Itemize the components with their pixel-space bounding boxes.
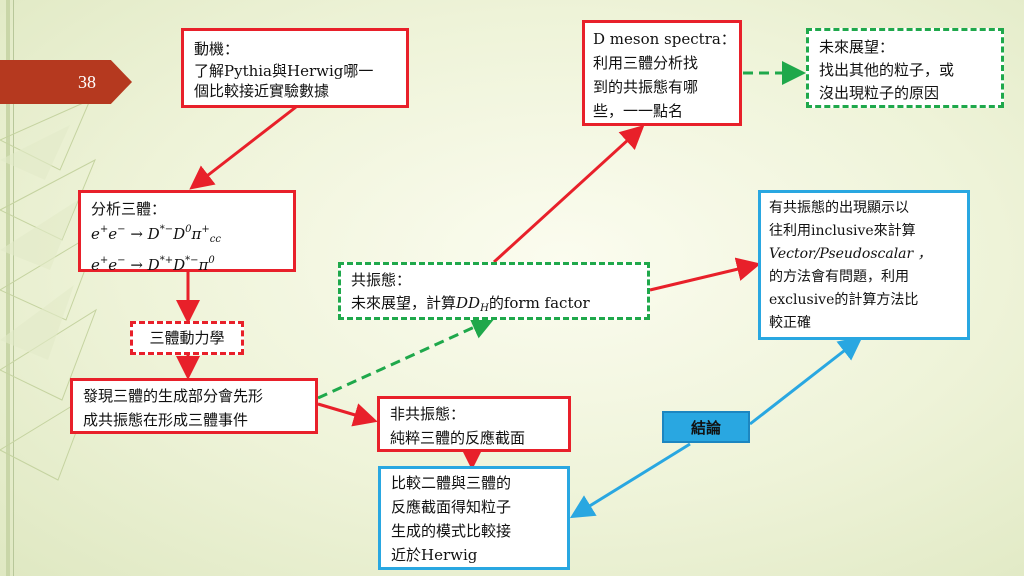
compare-line: 生成的模式比較接 [391,522,512,540]
arrow-motivation-analysis [189,105,297,190]
resonance-box: 共振態： 未來展望，計算DDH的form factor [338,262,650,320]
arrow-conclusion-compare [569,442,691,519]
nonresonance-title: 非共振態： [390,405,466,423]
discovery-box: 發現三體的生成部分會先形 成共振態在形成三體事件 [70,378,318,434]
arrow-discovery-nonresonance [317,402,378,427]
future-line: 找出其他的粒子，或 [819,61,955,79]
motivation-box: 動機： 了解Pythia與Herwig哪一 個比較接近實驗數據 [181,28,409,108]
note-line: 往利用inclusive來計算 [769,223,916,239]
dynamics-label: 三體動力學 [149,329,225,347]
motivation-line: 個比較接近實驗數據 [194,82,330,100]
compare-line: 近於Herwig [391,546,478,564]
analysis-reaction-1: e+e− → D*−D0π+cc [91,224,221,245]
decor-stripe [6,0,10,576]
motivation-title: 動機： [194,40,240,58]
compare-box: 比較二體與三體的 反應截面得知粒子 生成的模式比較接 近於Herwig [378,466,570,570]
resonance-line: 未來展望，計算DDH的form factor [351,294,590,314]
future-title: 未來展望： [819,38,895,56]
arrow-discovery-resonance [317,316,496,400]
dmeson-line: 些，一一點名 [593,102,684,120]
conclusion-label: 結論 [690,418,721,437]
resonance-title: 共振態： [351,271,412,289]
analysis-reaction-2: e+e− → D*+D*−π0 [91,255,215,274]
note-line: exclusive的計算方法比 [769,292,919,308]
note-line: Vector/Pseudoscalar ， [769,246,932,262]
dmeson-box: D meson spectra： 利用三體分析找 到的共振態有哪 些，一一點名 [582,20,742,126]
future-box: 未來展望： 找出其他的粒子，或 沒出現粒子的原因 [806,28,1004,108]
analysis-title: 分析三體： [91,200,167,218]
note-line: 較正確 [769,315,811,331]
resonance-note-box: 有共振態的出現顯示以 往利用inclusive來計算 Vector/Pseudo… [758,190,970,340]
slide-number: 38 [78,71,96,92]
decor-chevrons [0,99,101,481]
arrow-resonance-dmeson [492,124,645,264]
dmeson-line: 到的共振態有哪 [593,78,699,96]
dmeson-title: D meson spectra： [593,30,736,48]
discovery-line: 成共振態在形成三體事件 [83,411,249,429]
discovery-line: 發現三體的生成部分會先形 [83,387,264,405]
analysis-box: 分析三體： e+e− → D*−D0π+cc e+e− → D*+D*−π0 [78,190,296,274]
note-line: 的方法會有問題，利用 [769,269,909,285]
slide-number-tab: 38 [0,60,132,104]
conclusion-box: 結論 [662,411,750,443]
motivation-line: 了解Pythia與Herwig哪一 [194,62,374,80]
future-line: 沒出現粒子的原因 [819,84,940,102]
nonresonance-line: 純粹三體的反應截面 [390,429,526,447]
dynamics-box: 三體動力學 [130,321,244,355]
note-line: 有共振態的出現顯示以 [769,200,909,216]
dmeson-line: 利用三體分析找 [593,54,699,72]
decor-stripe-thin [13,0,14,576]
compare-line: 反應截面得知粒子 [391,498,512,516]
compare-line: 比較二體與三體的 [391,474,512,492]
arrow-resonance-note [649,257,761,292]
nonresonance-box: 非共振態： 純粹三體的反應截面 [377,396,571,452]
arrow-conclusion-note [749,336,863,426]
